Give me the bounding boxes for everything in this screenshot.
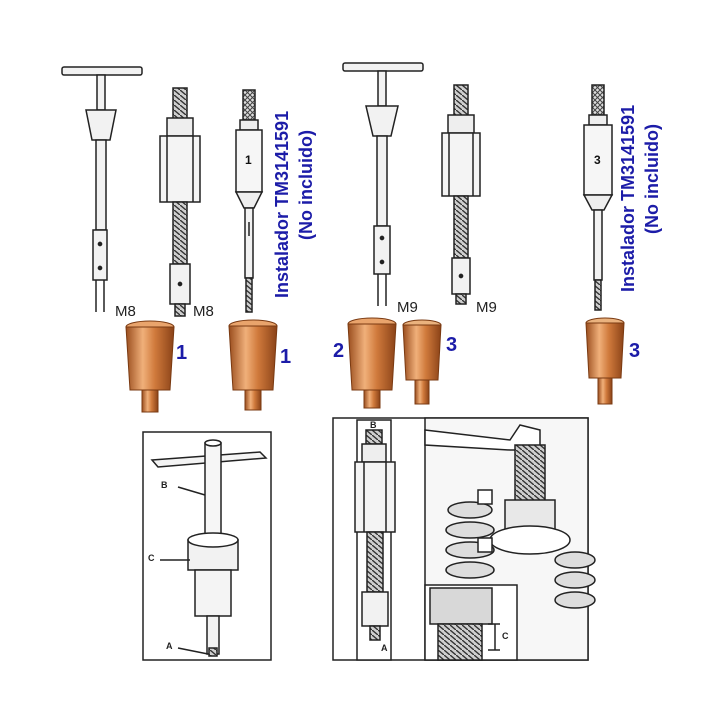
callout-a-right: A (381, 643, 388, 653)
thread-label-m8-left: M8 (115, 303, 136, 320)
callout-a-left: A (166, 641, 173, 651)
threaded-puller-m9 (441, 84, 481, 305)
copper-sleeve-3b (585, 317, 625, 405)
installer-tool-1 (234, 89, 264, 313)
puller-diagram-panel (142, 431, 272, 661)
callout-b-right: B (370, 420, 377, 430)
tool-number-1: 1 (245, 153, 252, 167)
copper-sleeve-3a (402, 319, 442, 405)
thread-label-m8-right: M8 (193, 303, 214, 320)
installer-label-left-line2: (No incluido) (296, 130, 316, 240)
sleeve-number-3a: 3 (446, 334, 458, 356)
sleeve-number-2: 2 (333, 340, 345, 362)
thread-label-m9-right: M9 (476, 299, 497, 316)
callout-c-right: C (502, 631, 509, 641)
copper-sleeve-2 (347, 317, 397, 409)
copper-sleeve-1b (228, 319, 278, 411)
threaded-puller-m8 (159, 87, 201, 317)
installer-label-right-line1: Instalador TM3141591 (618, 104, 638, 292)
tool-number-3: 3 (594, 153, 601, 167)
t-handle-puller-m8 (61, 66, 143, 312)
copper-sleeve-1a (125, 320, 175, 413)
t-handle-puller-m9 (342, 62, 424, 306)
sleeve-number-1a: 1 (176, 342, 188, 364)
sleeve-number-1b: 1 (280, 346, 292, 368)
callout-c-left: C (148, 553, 155, 563)
installer-tool-3 (582, 84, 614, 311)
engine-install-diagram-panel (332, 417, 596, 661)
callout-b-left: B (161, 480, 168, 490)
thread-label-m9-left: M9 (397, 299, 418, 316)
installer-label-left-line1: Instalador TM3141591 (272, 110, 292, 298)
sleeve-number-3b: 3 (629, 340, 641, 362)
installer-label-right-line2: (No incluido) (642, 124, 662, 234)
